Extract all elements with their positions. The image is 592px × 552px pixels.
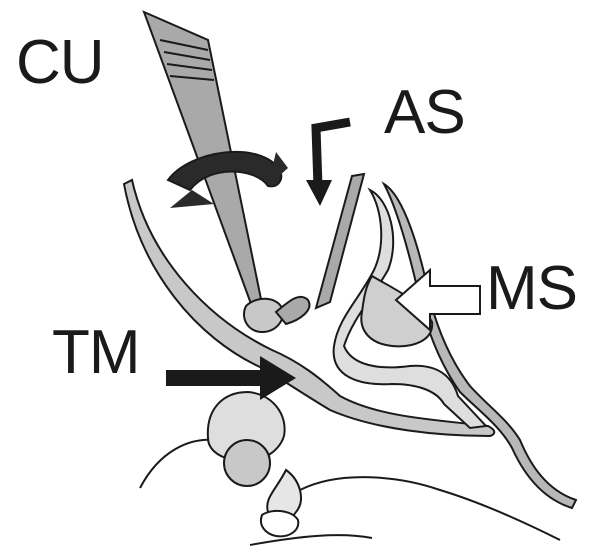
label-cu: CU [16, 32, 104, 94]
middle-ear-sac [334, 184, 576, 508]
label-ms: MS [486, 258, 577, 320]
ossicle-structures [208, 392, 301, 536]
as-pointer-arrow [306, 122, 350, 206]
label-as: AS [384, 82, 465, 144]
skull-base-outline [140, 440, 560, 545]
label-tm: TM [52, 322, 140, 384]
